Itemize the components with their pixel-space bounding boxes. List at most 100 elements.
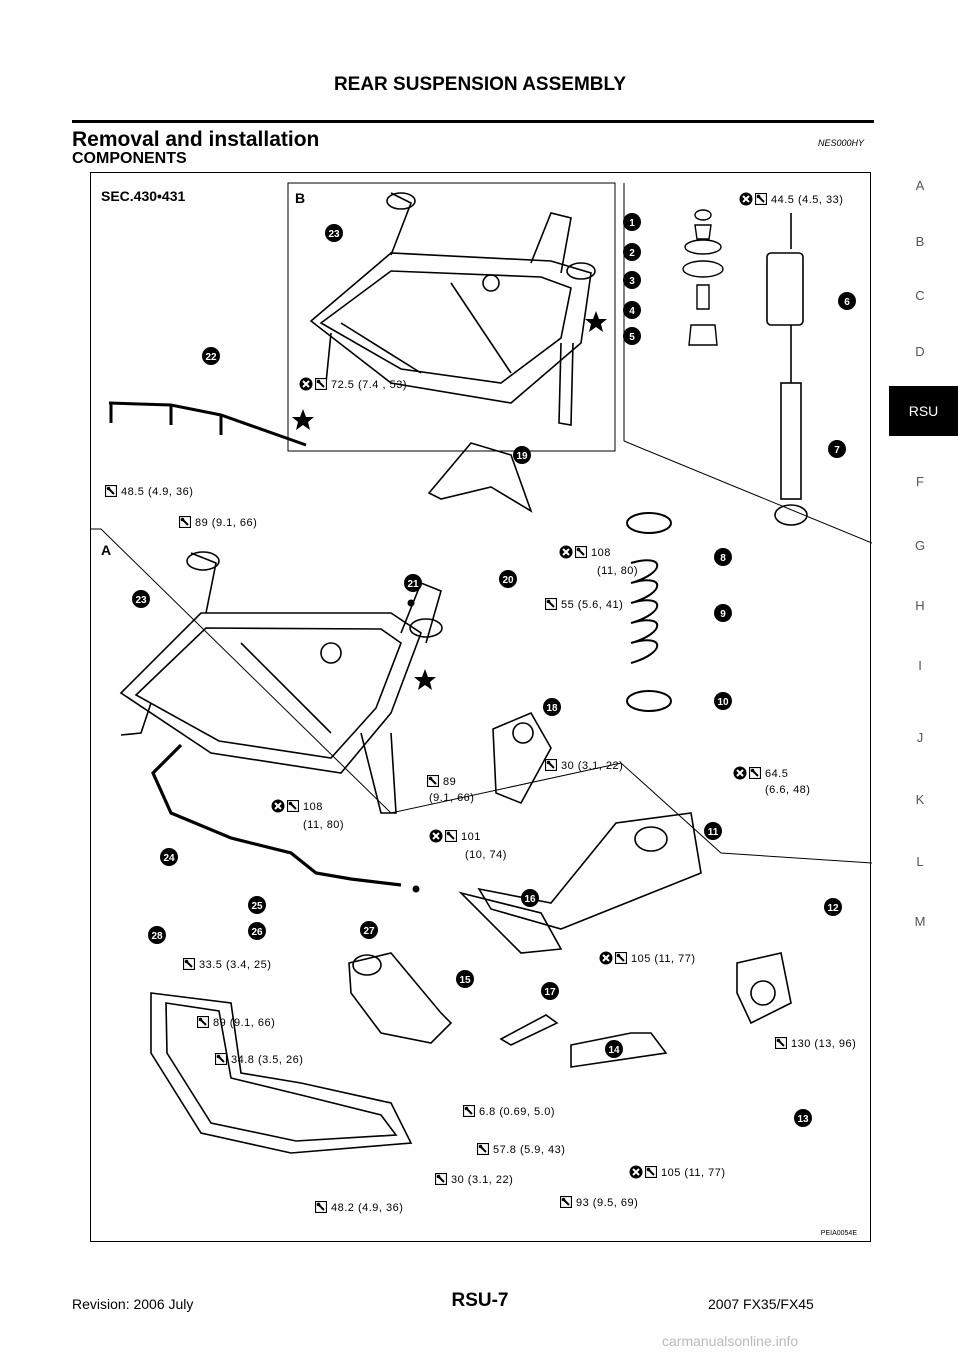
- side-tab-b[interactable]: B: [915, 234, 925, 249]
- torque-label-23: 30 (3.1, 22): [435, 1173, 513, 1186]
- svg-text:64.5: 64.5: [765, 768, 788, 780]
- components-diagram: 1234567891011121314151617181920212223232…: [91, 182, 873, 1237]
- torque-label-7: 30 (3.1, 22): [545, 759, 623, 772]
- svg-text:6.8 (0.69, 5.0): 6.8 (0.69, 5.0): [479, 1106, 555, 1118]
- svg-text:21: 21: [407, 579, 419, 590]
- callout-14-13: 14: [605, 1040, 623, 1058]
- svg-text:105 (11, 77): 105 (11, 77): [631, 953, 696, 965]
- torque-label-16: 105 (11, 77): [599, 951, 696, 965]
- svg-text:57.8 (5.9, 43): 57.8 (5.9, 43): [493, 1144, 565, 1156]
- svg-text:19: 19: [516, 451, 528, 462]
- svg-text:89: 89: [443, 776, 456, 788]
- svg-text:4: 4: [629, 306, 635, 317]
- section-title: Removal and installation: [72, 128, 320, 151]
- torque-label-10: 89: [427, 775, 456, 788]
- callout-15-14: 15: [456, 970, 474, 988]
- stabilizer-bar-drawing: [151, 743, 402, 887]
- callout-26-26: 26: [248, 922, 266, 940]
- svg-text:16: 16: [524, 894, 536, 905]
- subframe-b-drawing: [309, 192, 596, 426]
- svg-text:108: 108: [303, 801, 323, 813]
- side-tab-d[interactable]: D: [915, 344, 925, 359]
- svg-text:89 (9.1, 66): 89 (9.1, 66): [195, 517, 257, 529]
- svg-text:101: 101: [461, 831, 481, 843]
- header-rule: [72, 120, 874, 123]
- svg-text:108: 108: [591, 547, 611, 559]
- side-tab-m[interactable]: M: [914, 914, 926, 929]
- side-tab-f[interactable]: F: [916, 474, 924, 489]
- callout-1-0: 1: [623, 213, 641, 231]
- torque-label-2: 48.5 (4.9, 36): [105, 485, 193, 498]
- callout-23-22: 23: [325, 224, 343, 242]
- mount-parts-drawing: [682, 209, 724, 346]
- side-tab-k[interactable]: K: [915, 792, 925, 807]
- side-tab-l[interactable]: L: [916, 854, 924, 869]
- section-code: NES000HY: [818, 138, 865, 148]
- footer-revision: Revision: 2006 July: [72, 1296, 194, 1312]
- coil-spring-drawing: [626, 512, 672, 712]
- callout-12-11: 12: [824, 898, 842, 916]
- torque-label-4: 108: [559, 545, 611, 559]
- torque-label-14: 101: [429, 829, 481, 843]
- svg-text:17: 17: [544, 987, 556, 998]
- svg-text:11: 11: [708, 827, 719, 838]
- callout-2-1: 2: [623, 243, 641, 261]
- mark-symbols: [292, 311, 607, 893]
- svg-text:14: 14: [608, 1045, 620, 1056]
- callout-28-28: 28: [148, 926, 166, 944]
- member-drawing: [150, 952, 453, 1154]
- callout-layer: 1234567891011121314151617181920212223232…: [132, 213, 856, 1127]
- torque-label-9: (6.6, 48): [765, 784, 810, 796]
- svg-text:28: 28: [151, 931, 163, 942]
- callout-9-8: 9: [714, 604, 732, 622]
- box-b-label: B: [295, 190, 305, 206]
- svg-text:1: 1: [629, 218, 635, 229]
- torque-label-26: 93 (9.5, 69): [560, 1196, 638, 1209]
- svg-text:55 (5.6, 41): 55 (5.6, 41): [561, 599, 623, 611]
- callout-17-16: 17: [541, 982, 559, 1000]
- callout-10-9: 10: [714, 692, 732, 710]
- svg-text:30 (3.1, 22): 30 (3.1, 22): [451, 1174, 513, 1186]
- side-tab-rsu[interactable]: RSU: [889, 386, 958, 436]
- svg-text:18: 18: [546, 703, 558, 714]
- side-tab-g[interactable]: G: [914, 538, 926, 553]
- callout-3-2: 3: [623, 271, 641, 289]
- torque-label-20: 130 (13, 96): [775, 1037, 856, 1050]
- callout-4-3: 4: [623, 301, 641, 319]
- torque-label-6: 55 (5.6, 41): [545, 598, 623, 611]
- callout-24-24: 24: [160, 848, 178, 866]
- svg-text:7: 7: [834, 445, 840, 456]
- page-header-title: REAR SUSPENSION ASSEMBLY: [333, 74, 627, 95]
- side-tab-h[interactable]: H: [915, 598, 925, 613]
- callout-19-18: 19: [513, 446, 531, 464]
- rear-link-drawing: [108, 401, 307, 447]
- svg-text:48.5 (4.9, 36): 48.5 (4.9, 36): [121, 486, 193, 498]
- side-tab-a[interactable]: A: [915, 178, 925, 193]
- svg-text:10: 10: [717, 697, 729, 708]
- arms-drawing: [427, 442, 792, 1068]
- torque-label-11: (9.1, 66): [429, 792, 474, 804]
- callout-13-12: 13: [794, 1109, 812, 1127]
- shock-absorber-drawing: [766, 213, 808, 526]
- torque-layer: 44.5 (4.5, 33)72.5 (7.4 , 53)48.5 (4.9, …: [105, 192, 856, 1214]
- callout-8-7: 8: [714, 548, 732, 566]
- svg-text:89 (9.1, 66): 89 (9.1, 66): [213, 1017, 275, 1029]
- side-tab-j[interactable]: J: [916, 730, 924, 745]
- svg-text:24: 24: [163, 853, 175, 864]
- torque-label-8: 64.5: [733, 766, 788, 780]
- torque-label-13: (11, 80): [303, 819, 344, 831]
- svg-text:3: 3: [629, 276, 635, 287]
- section-subtitle: COMPONENTS: [72, 150, 187, 167]
- side-tab-c[interactable]: C: [915, 288, 925, 303]
- torque-label-0: 44.5 (4.5, 33): [739, 192, 843, 206]
- svg-text:9: 9: [720, 609, 726, 620]
- torque-label-5: (11, 80): [597, 565, 638, 577]
- svg-text:(9.1, 66): (9.1, 66): [429, 792, 474, 804]
- torque-label-24: 105 (11, 77): [629, 1165, 725, 1179]
- svg-text:6: 6: [844, 297, 850, 308]
- svg-text:(6.6, 48): (6.6, 48): [765, 784, 810, 796]
- svg-text:20: 20: [502, 575, 514, 586]
- side-tab-i[interactable]: I: [918, 658, 922, 673]
- callout-16-15: 16: [521, 889, 539, 907]
